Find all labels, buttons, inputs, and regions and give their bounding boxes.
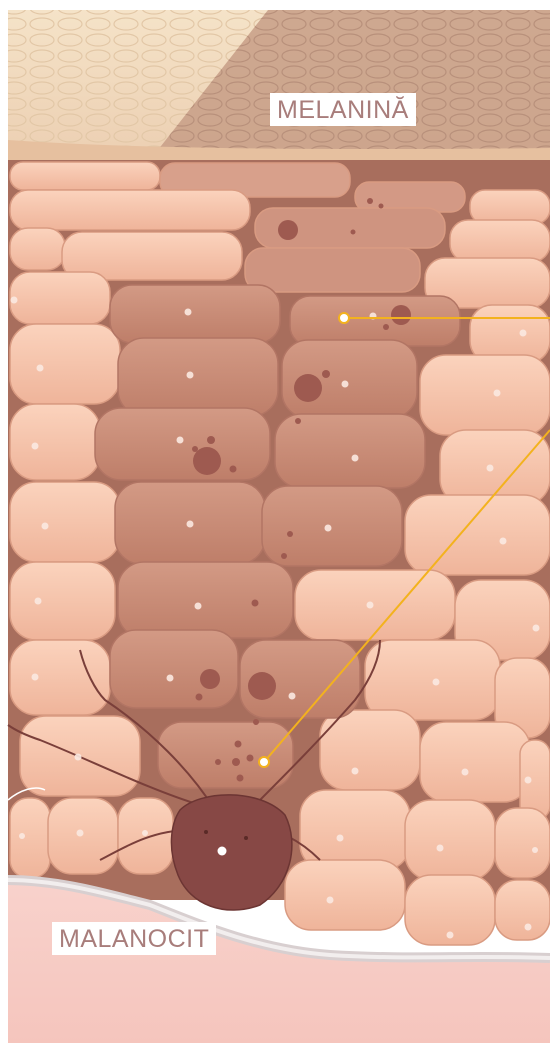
skin-surface	[8, 10, 550, 167]
melanocyte-label: MALANOCIT	[52, 922, 216, 955]
melanin-label: MELANINĂ	[270, 93, 416, 126]
melanocyte-cell	[171, 795, 291, 910]
